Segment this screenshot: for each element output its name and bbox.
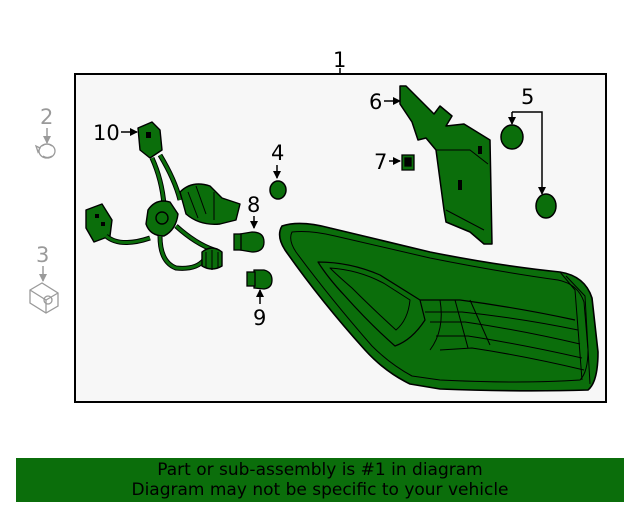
callout-9: 9 [253,306,266,330]
bulb-upper [233,231,265,253]
callout-10: 10 [93,121,120,145]
callout-5-leader [512,111,546,195]
screw-clip-icon [34,143,56,159]
cap-upper [500,124,524,150]
callout-4: 4 [271,141,284,165]
mounting-bracket [399,85,493,245]
callout-6: 6 [369,90,382,114]
info-banner: Part or sub-assembly is #1 in diagram Di… [16,458,624,502]
callout-3: 3 [36,243,49,267]
bulb-lower [246,269,273,290]
small-clip [401,154,415,171]
wiring-harness [85,121,241,271]
callout-2: 2 [40,105,53,129]
retainer-nut-icon [29,282,59,314]
callout-5: 5 [521,85,534,109]
grommet [269,180,287,200]
callout-1: 1 [333,48,346,72]
cap-lower [535,193,557,219]
tail-lamp-housing [278,222,599,392]
callout-8: 8 [247,193,260,217]
banner-line-2: Diagram may not be specific to your vehi… [131,480,509,500]
callout-7: 7 [374,150,387,174]
banner-line-1: Part or sub-assembly is #1 in diagram [157,460,483,480]
